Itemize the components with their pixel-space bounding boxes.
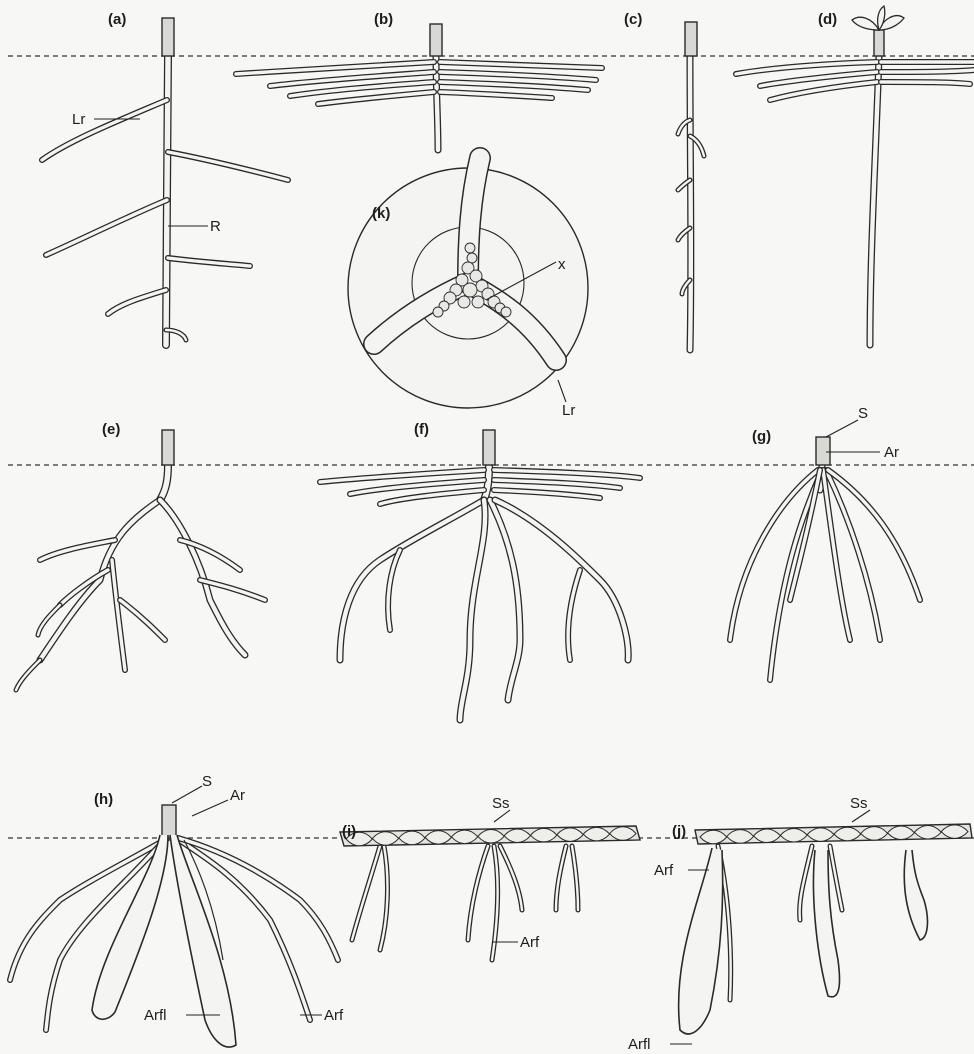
panel-label-d: (d) [818,11,837,28]
stem-h [162,805,176,838]
lateral-root-b [440,72,596,80]
root-e [120,600,165,640]
label-adventitious-root-g: Ar [884,444,899,461]
lateral-root-a [108,290,166,314]
label-fibrous-root-i: Arf [520,934,540,951]
lateral-root-f [380,490,484,504]
panel-label-e: (e) [102,421,120,438]
root-e [160,500,245,655]
stem-f [483,430,495,465]
fibrous-root-j [830,846,842,910]
panel-label-c: (c) [624,11,642,28]
root-e [112,560,125,670]
panel-label-i: (i) [342,823,356,840]
stem-b [430,24,442,56]
fibrous-root-i [556,846,566,910]
root-e [40,540,115,560]
root-f [340,500,484,660]
stem-e [162,430,174,465]
panel-label-k: (k) [372,205,390,222]
panel-label-f: (f) [414,421,429,438]
panel-label-a: (a) [108,11,126,28]
seedling-leaves-d [852,6,904,30]
lateral-root-a [168,258,250,266]
stem-c [685,22,697,56]
label-fibrous-root-j: Arf [654,862,674,879]
lateral-root-b [440,82,588,90]
lateral-root-b [440,62,602,68]
lateral-root-f [494,480,620,488]
root-f [568,570,580,660]
lateral-root-d [881,70,974,72]
label-lateral-root-k: Lr [562,402,575,419]
label-adventitious-root-h: Ar [230,787,245,804]
root-f [388,550,400,630]
label-xylem-k: x [558,256,566,273]
fibrous-root-i [468,846,488,940]
panel-label-g: (g) [752,428,771,445]
adventitious-root-g [730,470,818,640]
stem-d [874,30,884,56]
label-fibrous-root-h: Arf [324,1007,344,1024]
fibrous-root-i [500,846,522,910]
lateral-root-a [42,100,167,160]
lateral-root-d [881,82,970,84]
label-fleshy-root-j: Arfl [628,1036,651,1053]
panel-label-b: (b) [374,11,393,28]
panel-label-j: (j) [672,823,686,840]
lateral-root-f [494,490,600,498]
fibrous-root-i [572,846,578,910]
lateral-root-a [168,152,288,180]
cross-section-k [348,158,588,408]
label-lateral-root-a: Lr [72,111,85,128]
fibrous-root-i [492,846,498,960]
root-e [180,540,240,570]
taproot-c [690,56,691,350]
label-fleshy-root-h: Arfl [144,1007,167,1024]
label-stem-h: S [202,773,212,790]
lateral-root-f [494,470,640,478]
label-stolon-i: Ss [492,795,510,812]
label-stem-g: S [858,405,868,422]
label-stolon-j: Ss [850,795,868,812]
root-f [490,500,520,700]
taproot-d [870,56,879,345]
taproot-e [160,465,168,500]
root-f [460,500,485,720]
stem-a [162,18,174,56]
fibrous-root-i [380,846,387,950]
stolon-j [695,824,972,844]
panel-label-h: (h) [94,791,113,808]
fibrous-root-j [800,846,812,920]
root-e [16,660,40,690]
label-root-a: R [210,218,221,235]
stolon-i [340,826,640,846]
fibrous-root-i [352,846,380,940]
lateral-root-a [46,200,167,255]
root-e [40,500,160,660]
stem-g [816,437,830,465]
lateral-root-b [440,92,552,98]
lateral-root-b [318,92,434,104]
